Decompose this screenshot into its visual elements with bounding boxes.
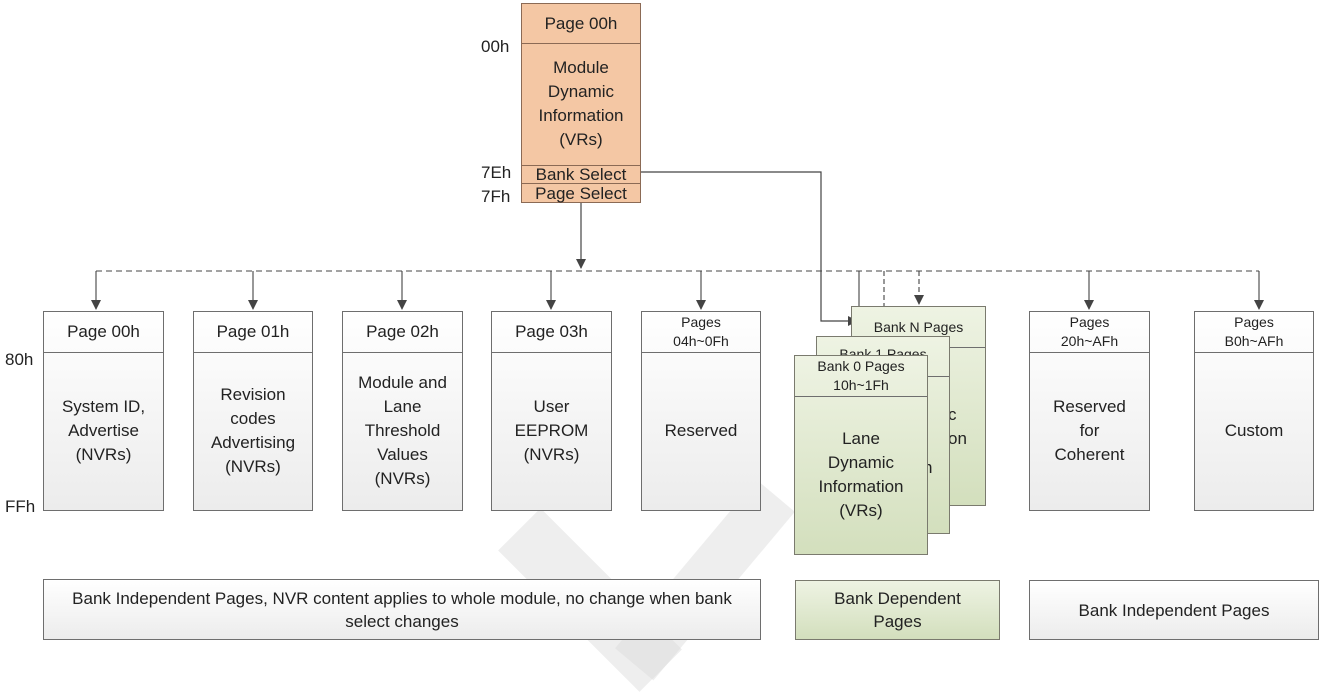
page-select-row: Page Select (522, 184, 640, 203)
upper-pages-b0h-afh: Pages B0h~AFh Custom (1194, 311, 1314, 511)
page-body: System ID, Advertise (NVRs) (61, 397, 146, 464)
bank-header-range: 10h~1Fh (833, 377, 889, 393)
addr-7eh: 7Eh (481, 163, 512, 182)
page-body: Reserved (664, 421, 738, 440)
bank-select-row: Bank Select (522, 165, 640, 184)
bank-header: Bank 0 Pages 10h~1Fh (795, 356, 927, 397)
page-body: Revision codes Advertising (NVRs) (210, 385, 296, 476)
page-body: Module and Lane Threshold Values (NVRs) (358, 373, 447, 488)
legend-bank-independent-left: Bank Independent Pages, NVR content appl… (43, 579, 761, 640)
bank-body: Lane Dynamic Information (VRs) (818, 429, 904, 520)
page-header: Page 02h (343, 312, 462, 353)
upper-page-03h: Page 03h User EEPROM (NVRs) (491, 311, 612, 511)
page-body: Reserved for Coherent (1053, 397, 1126, 464)
page-header: Page 00h (44, 312, 163, 353)
bank-header-line: Bank 0 Pages (817, 358, 905, 374)
lower-page-header: Page 00h (522, 4, 640, 44)
page-header-range: 04h~0Fh (673, 333, 729, 349)
page-header-line: Pages (1234, 314, 1274, 330)
addr-80h: 80h (5, 350, 34, 369)
bank-0-pages: Bank 0 Pages 10h~1Fh Lane Dynamic Inform… (794, 355, 928, 555)
upper-page-00h: Page 00h System ID, Advertise (NVRs) (43, 311, 164, 511)
bank-fragment: c (948, 405, 957, 424)
addr-7fh: 7Fh (481, 187, 511, 206)
bank-select-label: Bank Select (535, 165, 627, 184)
page-select-label: Page Select (535, 184, 627, 203)
upper-page-02h: Page 02h Module and Lane Threshold Value… (342, 311, 463, 511)
page-header: Page 01h (194, 312, 312, 353)
page-header-line: Pages (681, 314, 721, 330)
addr-00h: 00h (481, 37, 510, 56)
page-header: Pages 20h~AFh (1030, 312, 1149, 353)
page-body: Custom (1224, 421, 1284, 440)
lower-page-body: Module Dynamic Information (VRs) (538, 58, 624, 149)
legend-bank-dependent: Bank Dependent Pages (795, 580, 1000, 640)
upper-page-01h: Page 01h Revision codes Advertising (NVR… (193, 311, 313, 511)
upper-pages-04h-0fh: Pages 04h~0Fh Reserved (641, 311, 761, 511)
page-header: Page 03h (492, 312, 611, 353)
page-header-line: Pages (1069, 314, 1110, 330)
page-body: User EEPROM (NVRs) (514, 397, 589, 464)
bank-select-arrow (641, 171, 858, 326)
addr-ffh: FFh (5, 497, 36, 516)
bank-fragment: on (948, 429, 967, 448)
upper-pages-20h-afh: Pages 20h~AFh Reserved for Coherent (1029, 311, 1150, 511)
legend-bank-independent-right: Bank Independent Pages (1029, 580, 1319, 640)
page-header-range: 20h~AFh (1060, 333, 1119, 349)
lower-page-00h: Page 00h Module Dynamic Information (VRs… (521, 3, 641, 203)
page-header-range: B0h~AFh (1224, 333, 1284, 349)
page-header: Pages B0h~AFh (1195, 312, 1313, 353)
page-header: Pages 04h~0Fh (642, 312, 760, 353)
